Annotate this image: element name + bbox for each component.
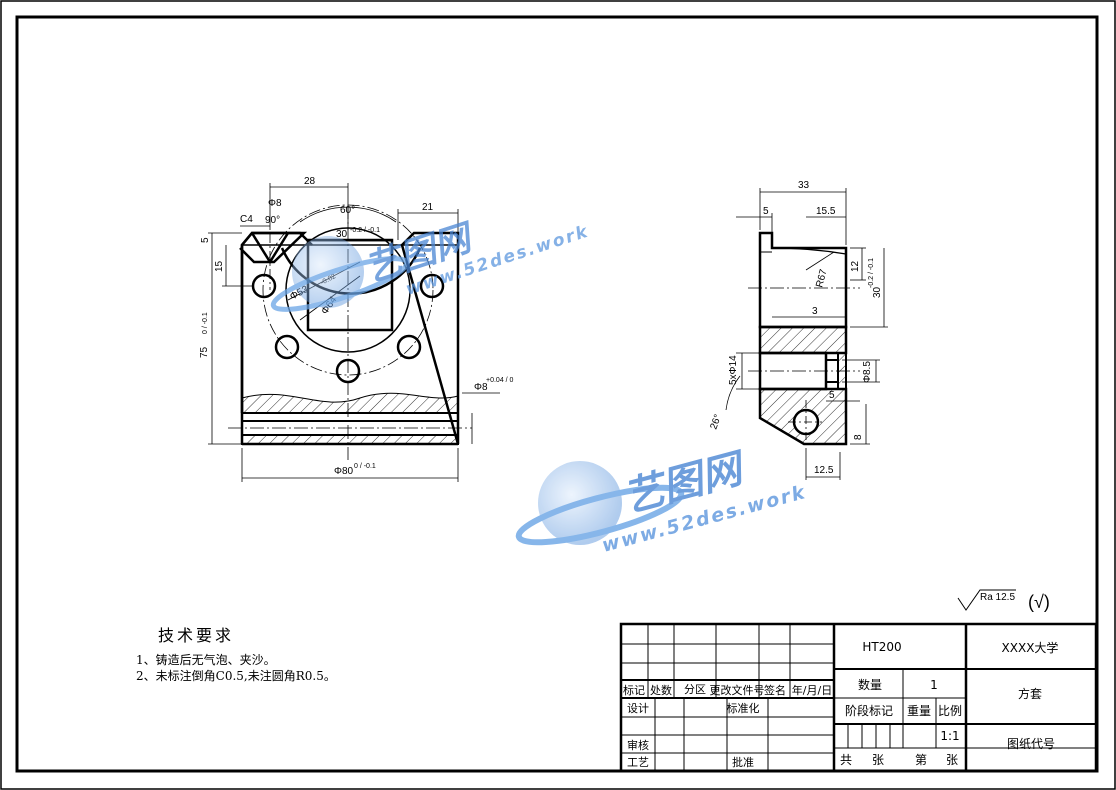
docno-label: 更改文件号 (710, 683, 765, 697)
sheets-label: 张 (872, 753, 884, 767)
scale-label: 比例 (938, 704, 962, 718)
roughness-general: (√) (1028, 592, 1050, 612)
roughness-value: Ra 12.5 (980, 592, 1015, 603)
watermark-bottom: 艺图网 www.52des.work (515, 445, 809, 557)
sign-label: 签名 (764, 683, 786, 697)
scale-value: 1:1 (940, 729, 959, 743)
tech-req-title: 技术要求 (158, 626, 235, 645)
dim-3: 3 (812, 306, 818, 317)
page-label: 第 (915, 753, 927, 767)
dim-c4: C4 (240, 214, 253, 225)
count-label: 处数 (650, 684, 672, 697)
dim-21: 21 (422, 202, 434, 213)
school-name: XXXX大学 (1002, 640, 1059, 655)
technical-requirements: 技术要求 1、铸造后无气泡、夹沙。 2、未标注倒角C0.5,未注圆角R0.5。 (136, 622, 436, 684)
dim-15: 15 (214, 260, 225, 272)
dim-side-5b: 5 (829, 390, 835, 401)
side-view (725, 188, 888, 480)
front-view-dims: 28 Φ8 60° 21 C4 90° 5 15 30 -0.2 / -0.1 … (199, 176, 514, 477)
material: HT200 (862, 640, 901, 654)
approve-label: 批准 (732, 755, 754, 769)
dim-side-30-tol: -0.2 / -0.1 (868, 258, 875, 288)
dim-phi8b: Φ8 (474, 382, 488, 393)
page-sheets-label: 张 (946, 753, 958, 767)
dim-r67: R67 (814, 268, 829, 289)
mark-label: 标记 (623, 683, 645, 697)
process-label: 工艺 (627, 756, 649, 769)
dim-phi8-5: Φ8.5 (862, 361, 873, 383)
dim-26deg: 26° (708, 413, 724, 431)
dim-side-5: 5 (763, 206, 769, 217)
dim-5x14: 5xΦ14 (728, 355, 739, 385)
date-label: 年/月/日 (792, 683, 832, 697)
dim-12: 12 (850, 260, 861, 272)
dim-12-5: 12.5 (814, 465, 834, 476)
review-label: 审核 (627, 738, 649, 752)
part-name: 方套 (1018, 686, 1042, 701)
watermark-top: 艺图网 www.52des.work (270, 217, 592, 312)
dim-60deg: 60° (340, 205, 355, 216)
dim-28: 28 (304, 176, 316, 187)
title-block-text: HT200 XXXX大学 方套 数量 1 阶段标记 重量 比例 1:1 图纸代号… (623, 640, 1058, 769)
dim-5: 5 (200, 237, 211, 243)
total-label: 共 (840, 753, 852, 767)
zone-label: 分区 (684, 683, 706, 696)
standard-label: 标准化 (727, 701, 760, 715)
quantity-value: 1 (930, 678, 938, 692)
design-label: 设计 (627, 702, 649, 715)
dim-phi80-tol: 0 / -0.1 (354, 463, 376, 470)
dim-side-30: 30 (872, 286, 883, 298)
tech-req-item-2: 2、未标注倒角C0.5,未注圆角R0.5。 (136, 669, 336, 683)
drawing-no-label: 图纸代号 (1007, 737, 1055, 751)
inner-frame (15, 15, 1099, 773)
dim-33: 33 (798, 180, 810, 191)
quantity-label: 数量 (858, 677, 882, 692)
stage-label: 阶段标记 (845, 703, 893, 718)
dim-side-8: 8 (853, 434, 864, 440)
title-block (619, 622, 1098, 773)
front-view (208, 183, 500, 482)
dim-15-5: 15.5 (816, 206, 836, 217)
tech-req-item-1: 1、铸造后无气泡、夹沙。 (136, 653, 276, 667)
weight-label: 重量 (907, 704, 931, 718)
dim-90deg: 90° (265, 215, 280, 226)
dim-phi8: Φ8 (268, 198, 282, 209)
dim-phi8b-tol: +0.04 / 0 (486, 377, 514, 384)
dim-75: 75 (199, 346, 210, 358)
side-view-dims: 33 5 15.5 R67 12 30 -0.2 / -0.1 3 5xΦ14 … (708, 180, 883, 476)
dim-75-tol: 0 / -0.1 (202, 312, 209, 334)
roughness-symbol: Ra 12.5 (√) (957, 589, 1050, 612)
dim-30-tol: -0.2 / -0.1 (350, 227, 380, 234)
dim-30: 30 (336, 229, 348, 240)
dim-phi80: Φ80 (334, 466, 354, 477)
